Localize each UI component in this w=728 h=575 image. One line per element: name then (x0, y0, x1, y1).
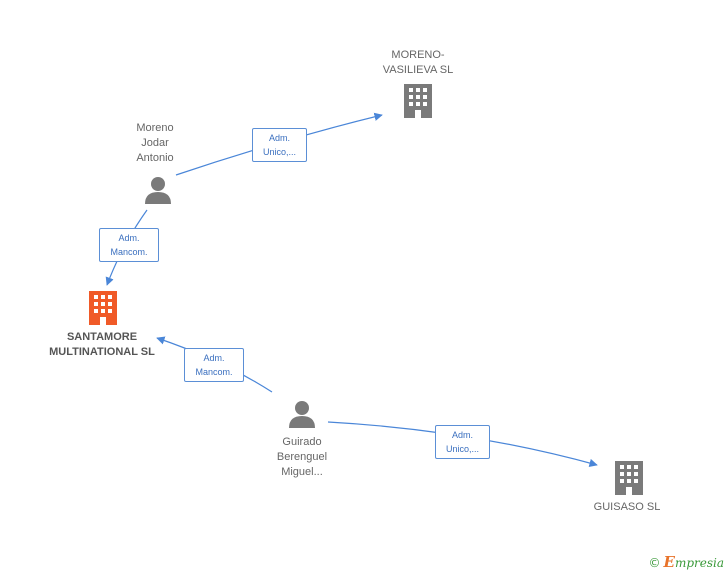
building-icon[interactable] (404, 84, 432, 118)
node-label-guirado[interactable]: Guirado Berenguel Miguel... (276, 436, 328, 478)
brand-name: mpresia (674, 556, 724, 570)
person-icon[interactable] (145, 177, 171, 204)
empresia-logo: ©Empresia (649, 553, 725, 571)
edge-label-adm-unico[interactable]: Adm. Unico,... (252, 128, 307, 162)
node-label-guisaso[interactable]: GUISASO SL (593, 501, 661, 513)
building-icon[interactable] (89, 291, 117, 325)
copyright-symbol: © (648, 556, 661, 570)
brand-initial: E (663, 553, 675, 571)
node-label-santamore[interactable]: SANTAMORE MULTINATIONAL SL (49, 331, 155, 358)
edge-label-adm-mancom[interactable]: Adm. Mancom. (99, 228, 159, 262)
edge-label-adm-unico[interactable]: Adm. Unico,... (435, 425, 490, 459)
person-icon[interactable] (289, 401, 315, 428)
node-label-moreno-vasilieva[interactable]: MORENO- VASILIEVA SL (382, 49, 454, 76)
building-icon[interactable] (615, 461, 643, 495)
node-label-moreno-jodar[interactable]: Moreno Jodar Antonio (136, 122, 174, 164)
edge-label-adm-mancom[interactable]: Adm. Mancom. (184, 348, 244, 382)
